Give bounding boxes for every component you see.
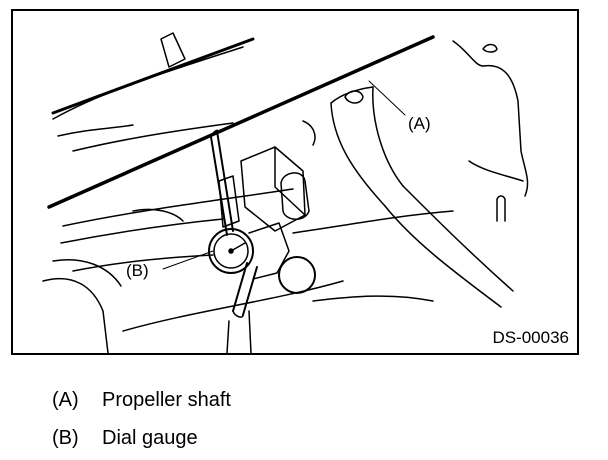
dial-gauge-face [208, 228, 254, 274]
shaft-outline-left [330, 102, 386, 207]
member-line-4 [122, 280, 344, 332]
callout-a-label: (A) [408, 114, 431, 133]
figure-id: DS-00036 [492, 328, 569, 347]
member-curve-left-2 [52, 259, 122, 287]
callout-b-label: (B) [126, 261, 149, 280]
floor-edge-upper [51, 37, 255, 115]
figure-frame: (A) (B) DS-00036 [11, 9, 579, 355]
stand-block [240, 146, 306, 232]
member-line-5 [292, 210, 454, 234]
leader-b [162, 250, 214, 270]
right-curve [468, 160, 524, 182]
floor-contour [72, 122, 234, 152]
legend-item-a: (A) Propeller shaft [52, 390, 231, 410]
upper-panel-tab [160, 32, 186, 68]
legend-key: (B) [52, 427, 79, 449]
mid-contour [57, 124, 134, 137]
floor-edge-line [47, 35, 435, 209]
legend-key: (A) [52, 389, 79, 411]
shaft-nut [344, 90, 364, 104]
stand-knob [280, 172, 310, 220]
clamp [248, 222, 290, 280]
member-curve-left [42, 277, 109, 353]
member-line-6 [312, 295, 434, 302]
leader-a [368, 80, 406, 116]
dial-center [228, 248, 234, 254]
right-bracket [452, 40, 529, 197]
stand-rod-top [210, 129, 219, 138]
shaft-outline-top [330, 86, 374, 104]
legend-item-b: (B) Dial gauge [52, 428, 198, 448]
stem-tip [232, 310, 244, 318]
shaft-outline-right [372, 86, 404, 187]
member-curve-3 [132, 208, 184, 222]
line-drawing [42, 32, 529, 353]
stem-lower [226, 310, 252, 353]
stem [232, 262, 258, 316]
dial-gauge-bezel [213, 233, 249, 269]
member-curve-4 [302, 120, 316, 146]
shaft-lower [384, 205, 502, 308]
second-dial [278, 256, 316, 294]
stand-block-face [274, 146, 306, 216]
bracket-hole [482, 43, 498, 53]
shaft-lower-2 [402, 185, 514, 292]
member-line-1 [62, 188, 294, 227]
upper-panel-contour [52, 46, 244, 120]
stand-arm [218, 175, 240, 228]
legend-label: Dial gauge [102, 427, 198, 449]
bolt [496, 195, 506, 222]
member-line-2 [60, 218, 224, 244]
legend-label: Propeller shaft [102, 389, 231, 411]
